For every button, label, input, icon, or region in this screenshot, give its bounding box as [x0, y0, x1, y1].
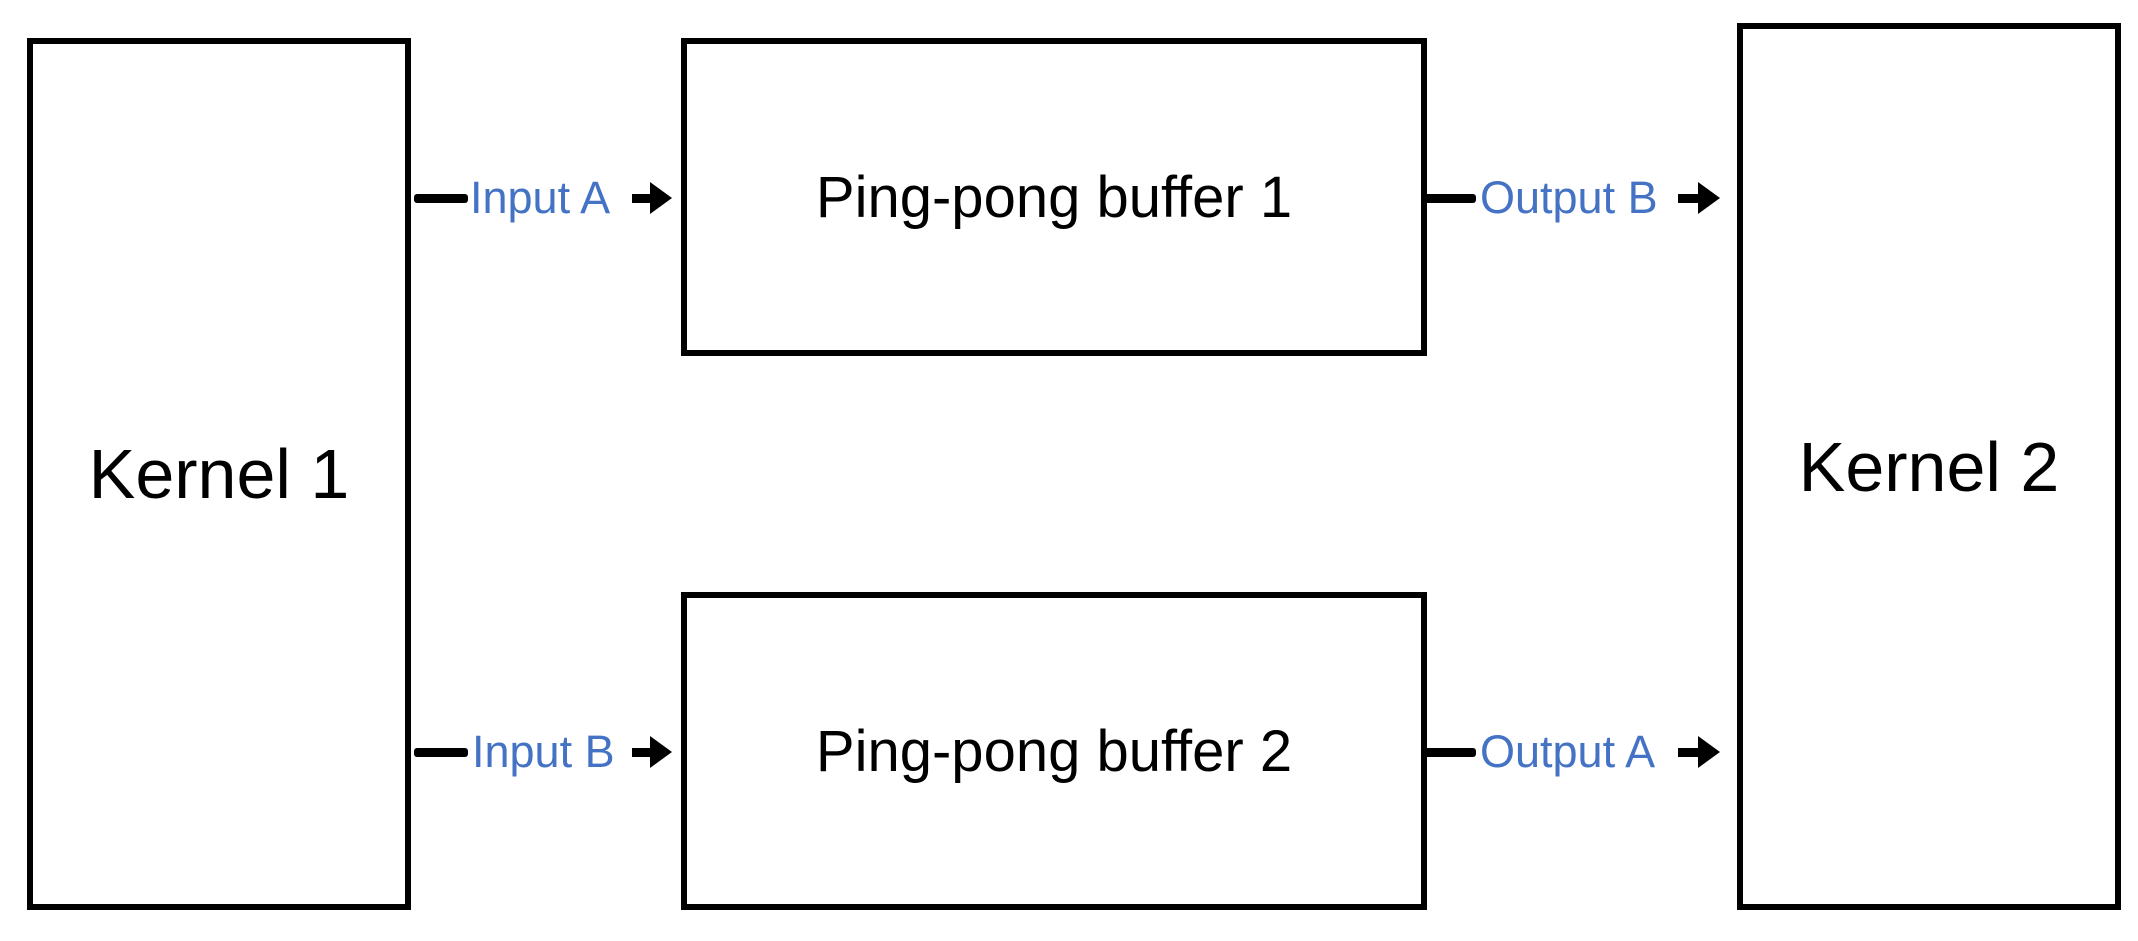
input-b-arrow-shaft [632, 748, 652, 757]
output-a-label: Output A [1480, 726, 1656, 777]
output-a-connector: Output A [1422, 722, 1732, 782]
output-a-arrow-shaft [1678, 748, 1700, 757]
output-b-connector: Output B [1422, 168, 1732, 228]
output-b-arrow-shaft [1678, 194, 1700, 203]
kernel-1-label: Kernel 1 [88, 435, 350, 513]
input-a-tail [414, 194, 468, 203]
kernel-2-box: Kernel 2 [1737, 23, 2121, 910]
output-b-arrow-head [1698, 182, 1720, 214]
kernel-1-box: Kernel 1 [27, 38, 411, 910]
input-a-connector: Input A [414, 168, 684, 228]
output-b-tail [1422, 194, 1476, 203]
input-b-tail [414, 748, 468, 757]
ping-pong-buffer-1-label: Ping-pong buffer 1 [815, 164, 1293, 230]
input-a-arrow-head [650, 182, 672, 214]
ping-pong-buffer-2-label: Ping-pong buffer 2 [815, 718, 1293, 784]
input-a-label: Input A [470, 172, 611, 223]
input-b-connector: Input B [414, 722, 684, 782]
input-b-label: Input B [472, 726, 615, 777]
output-b-label: Output B [1480, 172, 1658, 223]
ping-pong-buffer-1-box: Ping-pong buffer 1 [681, 38, 1427, 356]
kernel-2-label: Kernel 2 [1798, 427, 2060, 506]
output-a-arrow-head [1698, 736, 1720, 768]
output-a-tail [1422, 748, 1476, 757]
input-b-arrow-head [650, 736, 672, 768]
ping-pong-buffer-2-box: Ping-pong buffer 2 [681, 592, 1427, 910]
input-a-arrow-shaft [632, 194, 652, 203]
